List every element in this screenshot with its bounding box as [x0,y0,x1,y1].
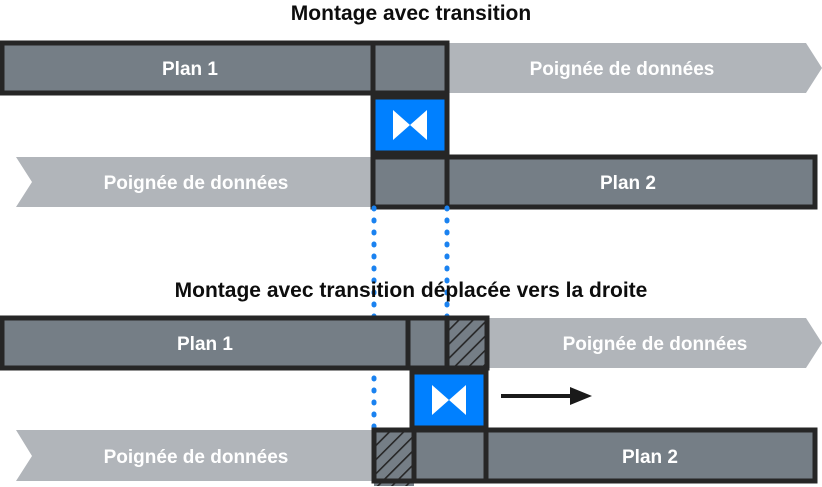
handle-bar-top-after-label: Poignée de données [563,334,748,355]
trim-segment-bottom-after[interactable] [409,427,489,484]
clip-plan2-bottom-after-label: Plan 2 [622,447,678,468]
hatched-segment-top-after[interactable] [444,315,490,371]
trim-segment-bottom-before[interactable] [370,154,450,210]
handle-bar-bottom-after-label: Poignée de données [104,447,289,468]
hatched-segment-top-after-fill [447,318,487,373]
handle-bar-top-before-label: Poignée de données [530,59,715,80]
transition-badge-after[interactable] [409,369,489,431]
section-title-before: Montage avec transition [291,2,531,25]
clip-plan1-top-before-label: Plan 1 [162,59,218,80]
transition-bowtie-icon [432,385,466,415]
clip-plan2-bottom-before[interactable] [444,154,818,210]
transition-bowtie-icon [393,110,427,140]
arrow-right-head [570,387,592,405]
trim-segment-top-after[interactable] [405,315,450,371]
hatched-segment-bottom-after-fill [374,430,414,486]
transition-badge-before[interactable] [370,94,450,156]
clip-plan2-bottom-before-label: Plan 2 [600,173,656,194]
section-title-after: Montage avec transition déplacée vers la… [175,279,648,302]
clip-plan1-top-after[interactable] [0,315,411,371]
handle-bar-bottom-before[interactable] [16,157,447,207]
handle-bar-top-after[interactable] [447,318,822,368]
hatched-segment-bottom-after[interactable] [371,427,417,484]
handle-bar-bottom-before-label: Poignée de données [104,173,289,194]
alignment-guides [371,205,450,440]
arrow-right-icon [501,387,592,405]
section-after: Montage avec transition déplacée vers la… [0,279,822,486]
handle-bar-bottom-after[interactable] [16,430,414,481]
trim-segment-top-before[interactable] [370,40,450,96]
section-before: Montage avec transition Plan 1 Poignée d… [0,2,822,210]
clip-plan1-top-after-label: Plan 1 [177,334,233,355]
handle-bar-top-before[interactable] [373,43,822,93]
